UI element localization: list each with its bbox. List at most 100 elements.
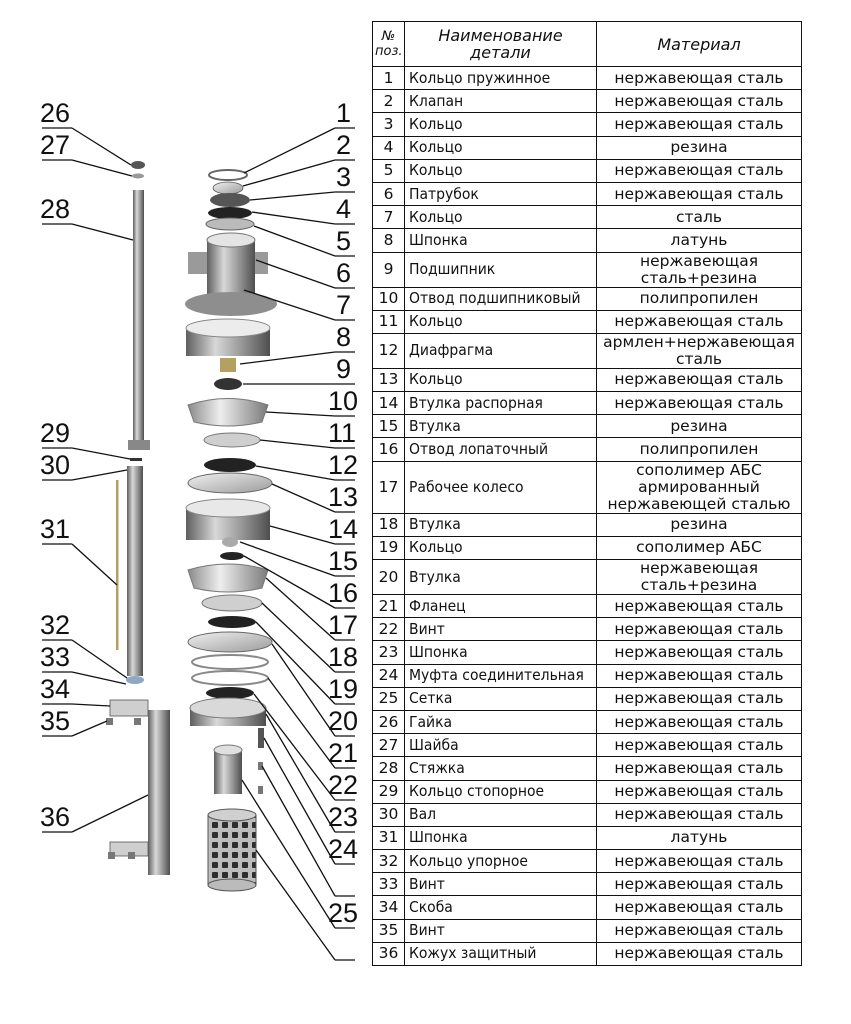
row-material: нержавеющая сталь [596, 849, 802, 874]
row-no: 5 [372, 158, 405, 183]
sleeve-rubber-part [220, 552, 244, 560]
row-name: Кольцо [404, 309, 597, 334]
row-name: Отвод подшипниковый [404, 286, 597, 311]
row-no: 34 [372, 895, 405, 920]
ring-5-part [205, 217, 255, 231]
callout-36: 36 [40, 802, 70, 832]
callout-6: 6 [336, 258, 351, 288]
row-material: нержавеющая сталь [596, 802, 802, 827]
row-no: 11 [372, 309, 405, 334]
row-no: 30 [372, 802, 405, 827]
row-material: нержавеющая сталь [596, 640, 802, 665]
row-material: латунь [596, 825, 802, 851]
row-material: сталь [596, 205, 802, 230]
callout-33: 33 [40, 642, 70, 672]
row-no: 16 [372, 437, 405, 462]
row-name: Кожух защитный [404, 941, 597, 967]
row-no: 10 [372, 286, 405, 311]
row-name: Втулка распорная [404, 391, 597, 416]
row-material: резина [596, 512, 802, 537]
row-material: нержавеющая сталь [596, 918, 802, 943]
row-no: 24 [372, 663, 405, 688]
row-no: 19 [372, 535, 405, 561]
row-name: Винт [404, 617, 597, 642]
row-no: 3 [372, 112, 405, 137]
row-name: Втулка [404, 414, 597, 439]
guard-cover-part [148, 710, 170, 875]
row-material: нержавеющая сталь [596, 756, 802, 781]
row-name: Кольцо упорное [404, 849, 597, 874]
row-no: 18 [372, 512, 405, 537]
callout-9: 9 [336, 354, 351, 384]
row-no: 29 [372, 779, 405, 804]
tie-rod-assembly [128, 161, 150, 450]
shaft-part [127, 466, 143, 676]
row-name: Подшипник [404, 251, 597, 288]
row-material: нержавеющая сталь [596, 391, 802, 416]
row-no: 32 [372, 849, 405, 874]
row-no: 36 [372, 941, 405, 967]
callout-10: 10 [328, 386, 358, 416]
row-material: нержавеющая сталь [596, 181, 802, 207]
leader-lines [42, 127, 355, 961]
callout-11: 11 [328, 418, 356, 448]
callout-7: 7 [336, 290, 351, 320]
row-material: нержавеющая сталь [596, 112, 802, 137]
callout-21: 21 [328, 738, 358, 768]
coupling-part [214, 750, 242, 794]
row-material: нержавеющая сталь [596, 872, 802, 897]
row-name: Втулка [404, 559, 597, 595]
row-name: Кольцо [404, 535, 597, 561]
row-name: Шпонка [404, 825, 597, 851]
callout-34: 34 [40, 674, 70, 704]
row-name: Кольцо [404, 135, 597, 160]
callout-22: 22 [328, 770, 358, 800]
row-no: 9 [372, 251, 405, 288]
row-name: Гайка [404, 709, 597, 735]
pump-stack [185, 169, 277, 892]
row-name: Винт [404, 872, 597, 897]
row-name: Кольцо [404, 367, 597, 393]
row-material: полипропилен [596, 437, 802, 462]
row-material: резина [596, 135, 802, 160]
callout-35: 35 [40, 706, 70, 736]
callout-15: 15 [328, 546, 358, 576]
row-material: нержавеющая сталь [596, 65, 802, 91]
row-material: нержавеющая сталь [596, 709, 802, 735]
row-no: 2 [372, 89, 405, 114]
row-no: 21 [372, 593, 405, 619]
row-name: Вал [404, 802, 597, 827]
row-material: нержавеющая сталь+резина [596, 559, 802, 595]
ring-3-part [210, 193, 250, 207]
row-name: Кольцо [404, 112, 597, 137]
row-no: 15 [372, 414, 405, 439]
row-material: нержавеющая сталь+резина [596, 251, 802, 288]
callout-8: 8 [336, 322, 351, 352]
row-material: сополимер АБС [596, 535, 802, 561]
flange-key-part [258, 762, 263, 770]
callout-18: 18 [328, 642, 358, 672]
callout-3: 3 [336, 162, 351, 192]
sleeve-18-part [208, 616, 256, 628]
header-position-no: № поз. [372, 21, 405, 67]
